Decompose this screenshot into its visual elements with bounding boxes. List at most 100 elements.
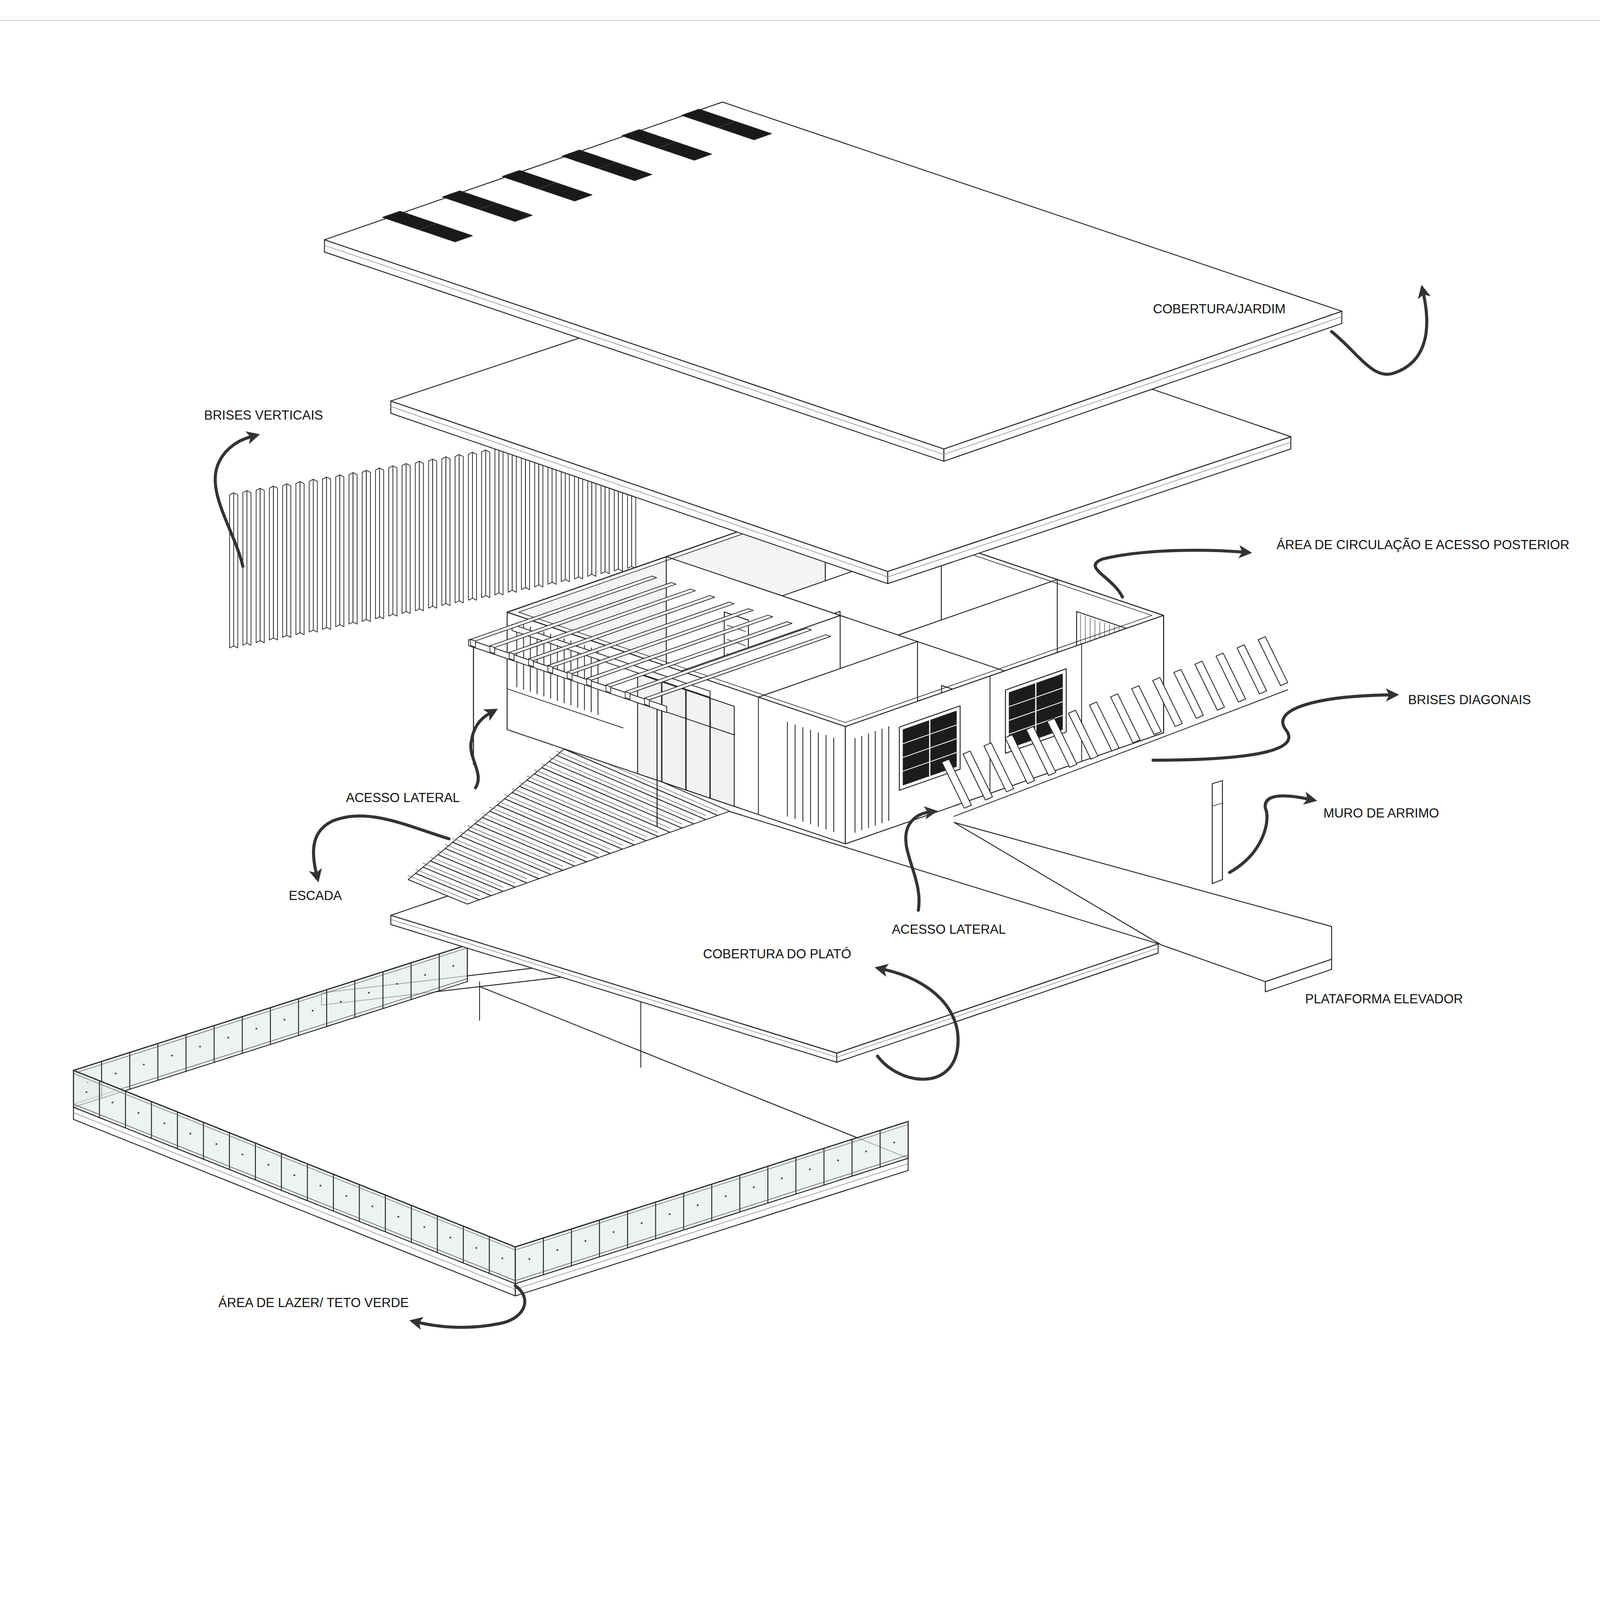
diagonal-slat: [1026, 726, 1056, 776]
glass-mullion: [685, 690, 687, 790]
fin-face: [326, 477, 331, 630]
railing-fixing: [255, 1027, 258, 1030]
railing-fixing: [865, 1150, 867, 1153]
side-slat: [861, 736, 863, 830]
railing-fixing: [809, 1168, 811, 1170]
retaining-wall-line: [1212, 802, 1223, 806]
rafter: [586, 615, 773, 680]
railing-fixing: [227, 1036, 229, 1039]
railing-fixing: [449, 1236, 452, 1239]
front-slat: [787, 722, 788, 816]
railing-post: [255, 1142, 256, 1180]
railing-post: [72, 1070, 74, 1108]
railing-post: [358, 1184, 360, 1222]
diagonal-slat: [1195, 661, 1225, 711]
rafter: [605, 621, 793, 687]
railing-fixing: [725, 1195, 727, 1198]
window-bar: [903, 725, 957, 744]
diagonal-slat: [1089, 702, 1120, 752]
front-slat: [825, 735, 827, 830]
fin-side: [388, 465, 393, 617]
diagonal-slat: [1173, 669, 1204, 719]
front-slat: [833, 737, 835, 832]
railing-post: [202, 1122, 204, 1160]
fin-side: [242, 490, 248, 645]
railing-fixing: [189, 1132, 192, 1135]
diagonal-slat: [941, 759, 972, 809]
shaft-line: [479, 981, 480, 1021]
railing-post: [488, 1236, 490, 1274]
brise-rail: [954, 690, 1288, 817]
railing-fixing: [371, 1205, 373, 1208]
railing-fixing: [424, 973, 426, 976]
railing-post: [270, 1007, 271, 1045]
railing-post: [739, 1175, 740, 1213]
railing-fixing: [137, 1112, 140, 1114]
solar-cell-line: [598, 162, 616, 169]
railing-post: [437, 1215, 438, 1253]
leader-arrow: [418, 1285, 525, 1328]
railing-fixing: [893, 1141, 895, 1144]
fin-face: [419, 461, 424, 611]
fin-side: [375, 467, 380, 619]
railing-post: [129, 1052, 130, 1090]
leader-arrow: [1095, 550, 1243, 598]
railing-fixing: [215, 1143, 218, 1145]
railing-fixing: [837, 1159, 839, 1162]
railing-post: [307, 1163, 308, 1201]
fin-face: [286, 483, 291, 638]
leader-arrow: [215, 436, 251, 567]
railing-post: [354, 980, 355, 1018]
fin-face: [445, 456, 450, 606]
fin-side: [256, 488, 261, 643]
fin-side: [362, 470, 367, 622]
window-bar: [903, 738, 957, 758]
fin-side: [508, 445, 513, 593]
part-label: COBERTURA DO PLATÓ: [702, 946, 851, 962]
rafter: [547, 602, 735, 668]
retaining-wall: [1212, 780, 1223, 884]
railing-top: [73, 1070, 515, 1248]
railing-fixing: [241, 1153, 244, 1155]
side-slat: [875, 731, 876, 825]
railing-post: [213, 1025, 215, 1063]
window-bar: [1009, 701, 1063, 720]
railing-post: [410, 962, 412, 1000]
diagonal-slat: [1005, 734, 1035, 784]
part-label: ACESSO LATERAL: [345, 790, 460, 806]
railing-top: [515, 1121, 909, 1247]
railing-fixing: [528, 1257, 530, 1260]
railing-fixing: [293, 1174, 295, 1176]
railing-top: [73, 945, 468, 1071]
railing-fixing: [452, 965, 455, 967]
fin-side: [468, 452, 473, 600]
solar-panel: [562, 150, 653, 181]
solar-panel: [442, 190, 533, 222]
railing-post: [515, 1247, 516, 1284]
pergola-post: [472, 641, 474, 765]
railing-fixing: [85, 1091, 88, 1093]
railing-base: [515, 1155, 909, 1281]
railing-post: [185, 1034, 187, 1072]
railing-fixing: [114, 1072, 117, 1075]
rafter: [470, 575, 657, 641]
part-label: COBERTURA/JARDIM: [1152, 301, 1286, 317]
fin-face: [233, 492, 238, 648]
fin-face: [300, 481, 305, 635]
rafter: [567, 608, 754, 674]
sill-band: [507, 688, 623, 728]
railing-top: [515, 1124, 909, 1250]
diagonal-slat: [1131, 685, 1162, 735]
glass-railing: [73, 1070, 515, 1284]
diagonal-slat: [1258, 636, 1288, 686]
railing-post: [879, 1130, 881, 1168]
fin-side: [521, 443, 526, 590]
railing-base: [73, 978, 468, 1105]
fin-face: [499, 447, 504, 595]
front-slat: [794, 725, 796, 819]
solar-cell-line: [418, 223, 437, 230]
solar-cell-line: [478, 202, 497, 210]
fin-side: [349, 472, 354, 625]
